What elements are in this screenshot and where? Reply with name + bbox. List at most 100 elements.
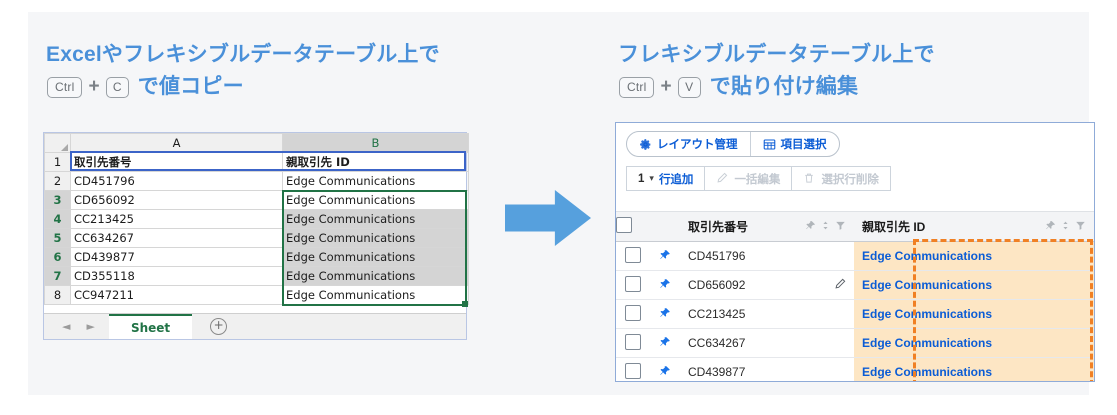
excel-select-all-corner[interactable] xyxy=(44,133,71,153)
plus-symbol-left: + xyxy=(88,76,100,97)
cell-parent-account-id[interactable]: Edge Communications xyxy=(854,357,1094,381)
excel-col-b[interactable]: B xyxy=(282,133,469,153)
excel-row-number[interactable]: 2 xyxy=(44,171,71,191)
excel-spreadsheet-panel[interactable]: A B 1 取引先番号 親取引先 ID 2 CD451796 Edge Comm… xyxy=(43,132,469,340)
header-parent-account-id[interactable]: 親取引先 ID xyxy=(854,211,1094,242)
excel-sheet-tab[interactable]: Sheet xyxy=(108,314,193,339)
excel-cell-b[interactable]: Edge Communications xyxy=(282,285,469,305)
sort-icon[interactable] xyxy=(1060,220,1071,234)
table-row[interactable]: CD439877 Edge Communications xyxy=(616,357,1094,381)
excel-row-number[interactable]: 7 xyxy=(44,266,71,286)
excel-row-number[interactable]: 5 xyxy=(44,228,71,248)
excel-cell-a[interactable]: CD451796 xyxy=(70,171,283,191)
cell-account-number[interactable]: CD439877 xyxy=(680,357,854,381)
excel-sheet-bar: ◄ ► Sheet + xyxy=(44,313,466,339)
flexible-data-table-panel[interactable]: レイアウト管理 項目選択 1 ▾ 行追加 xyxy=(615,122,1095,382)
excel-cell-b1[interactable]: 親取引先 ID xyxy=(282,152,469,172)
cell-account-number[interactable]: CD656092 xyxy=(680,270,854,300)
column-select-button[interactable]: 項目選択 xyxy=(749,132,839,156)
excel-grid[interactable]: A B 1 取引先番号 親取引先 ID 2 CD451796 Edge Comm… xyxy=(44,133,469,305)
table-row[interactable]: CC634267 Edge Communications xyxy=(616,328,1094,358)
row-checkbox[interactable] xyxy=(625,304,641,321)
excel-cell-b[interactable]: Edge Communications xyxy=(282,209,469,229)
excel-cell-a[interactable]: CC947211 xyxy=(70,285,283,305)
header-account-number[interactable]: 取引先番号 xyxy=(680,211,854,242)
excel-cell-b[interactable]: Edge Communications xyxy=(282,247,469,267)
filter-icon[interactable] xyxy=(1075,220,1086,234)
row-pin-cell[interactable] xyxy=(650,328,680,358)
table-row[interactable]: CC213425 Edge Communications xyxy=(616,299,1094,329)
left-heading-tail: で値コピー xyxy=(137,75,244,98)
cell-parent-account-id[interactable]: Edge Communications xyxy=(854,328,1094,358)
add-sheet-icon[interactable]: + xyxy=(210,318,228,335)
excel-cell-b[interactable]: Edge Communications xyxy=(282,266,469,286)
excel-cell-a[interactable]: CD355118 xyxy=(70,266,283,286)
excel-cell-b[interactable]: Edge Communications xyxy=(282,228,469,248)
excel-sheet-nav[interactable]: ◄ ► xyxy=(44,320,109,333)
excel-col-a[interactable]: A xyxy=(70,133,283,153)
row-pin-cell[interactable] xyxy=(650,357,680,381)
header-account-number-label: 取引先番号 xyxy=(688,220,749,234)
excel-cell-a[interactable]: CC213425 xyxy=(70,209,283,229)
sheet-prev-icon[interactable]: ◄ xyxy=(62,320,71,333)
left-heading: Excelやフレキシブルデータテーブル上で Ctrl + C で値コピー xyxy=(46,42,440,102)
pin-icon xyxy=(660,365,670,375)
cell-parent-account-id[interactable]: Edge Communications xyxy=(854,270,1094,300)
cell-parent-account-id[interactable]: Edge Communications xyxy=(854,299,1094,329)
header-parent-account-id-label: 親取引先 ID xyxy=(862,220,926,234)
excel-cell-a[interactable]: CC634267 xyxy=(70,228,283,248)
flex-table-toolbar: レイアウト管理 項目選択 1 ▾ 行追加 xyxy=(616,123,1094,191)
row-checkbox-cell[interactable] xyxy=(616,357,650,381)
row-pin-cell[interactable] xyxy=(650,270,680,300)
excel-row-number[interactable]: 6 xyxy=(44,247,71,267)
excel-cell-a[interactable]: CD439877 xyxy=(70,247,283,267)
bulk-edit-label: 一括編集 xyxy=(734,173,781,186)
row-checkbox-cell[interactable] xyxy=(616,299,650,329)
flex-table-header-row: 取引先番号 xyxy=(616,211,1094,242)
filter-icon[interactable] xyxy=(835,220,846,234)
row-checkbox-cell[interactable] xyxy=(616,241,650,271)
row-checkbox-cell[interactable] xyxy=(616,270,650,300)
chevron-down-icon[interactable]: ▾ xyxy=(649,173,654,183)
row-checkbox[interactable] xyxy=(625,362,641,379)
excel-data-row: 6 CD439877 Edge Communications xyxy=(44,247,469,267)
layout-manage-button[interactable]: レイアウト管理 xyxy=(627,132,750,156)
excel-data-row: 2 CD451796 Edge Communications xyxy=(44,171,469,191)
sort-icon[interactable] xyxy=(820,220,831,234)
row-pin-cell[interactable] xyxy=(650,241,680,271)
edit-pencil-icon[interactable] xyxy=(834,278,846,293)
excel-cell-a1[interactable]: 取引先番号 xyxy=(70,152,283,172)
bulk-edit-button[interactable]: 一括編集 xyxy=(705,166,793,191)
cell-account-number[interactable]: CC634267 xyxy=(680,328,854,358)
row-checkbox[interactable] xyxy=(625,333,641,350)
cell-parent-account-id[interactable]: Edge Communications xyxy=(854,241,1094,271)
excel-row-number[interactable]: 4 xyxy=(44,209,71,229)
pin-icon[interactable] xyxy=(1045,220,1056,234)
select-all-header[interactable] xyxy=(616,211,650,242)
pin-icon[interactable] xyxy=(805,220,816,234)
add-row-button[interactable]: 1 ▾ 行追加 xyxy=(626,166,706,191)
delete-rows-button[interactable]: 選択行削除 xyxy=(792,166,891,191)
cell-parent-account-value: Edge Communications xyxy=(862,336,993,350)
excel-row-number[interactable]: 1 xyxy=(44,152,71,172)
right-heading: フレキシブルデータテーブル上で Ctrl + V で貼り付け編集 xyxy=(618,42,935,102)
row-pin-cell[interactable] xyxy=(650,299,680,329)
cell-account-number[interactable]: CC213425 xyxy=(680,299,854,329)
cell-account-number[interactable]: CD451796 xyxy=(680,241,854,271)
excel-row-number[interactable]: 3 xyxy=(44,190,71,210)
row-checkbox[interactable] xyxy=(625,275,641,292)
table-row[interactable]: CD451796 Edge Communications xyxy=(616,241,1094,271)
cell-parent-account-value: Edge Communications xyxy=(862,365,993,379)
table-row[interactable]: CD656092 Edge Communications xyxy=(616,270,1094,300)
sheet-next-icon[interactable]: ► xyxy=(86,320,95,333)
row-checkbox[interactable] xyxy=(625,246,641,263)
excel-cell-b[interactable]: Edge Communications xyxy=(282,190,469,210)
flex-table-grid[interactable]: 取引先番号 xyxy=(616,211,1094,381)
excel-row-number[interactable]: 8 xyxy=(44,285,71,305)
select-all-checkbox[interactable] xyxy=(616,217,632,233)
excel-cell-b[interactable]: Edge Communications xyxy=(282,171,469,191)
excel-cell-a[interactable]: CD656092 xyxy=(70,190,283,210)
row-checkbox-cell[interactable] xyxy=(616,328,650,358)
row-count-value[interactable]: 1 xyxy=(638,172,645,185)
